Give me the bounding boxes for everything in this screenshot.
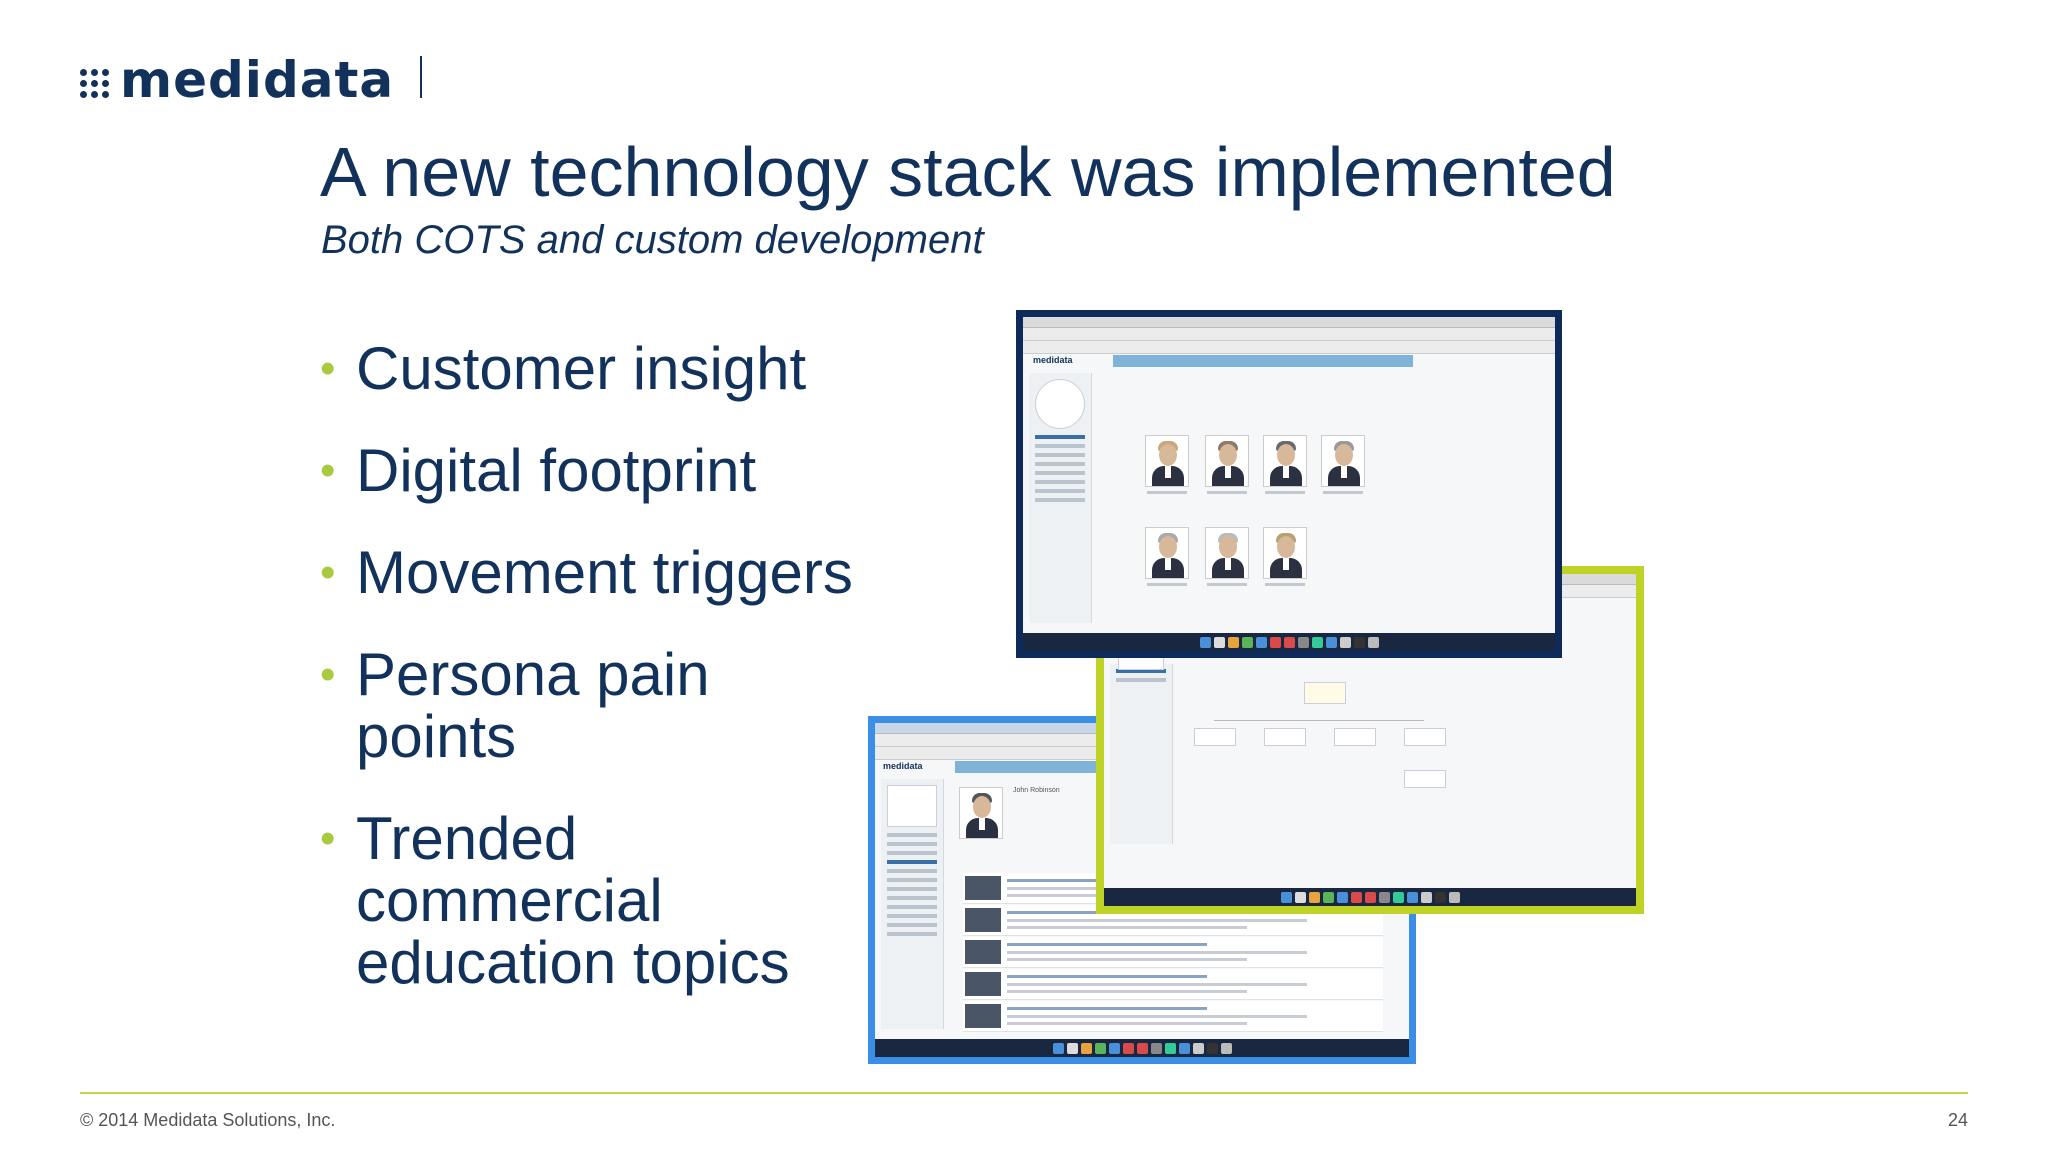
slide-subtitle: Both COTS and custom development: [321, 218, 984, 262]
org-node: [1404, 770, 1446, 788]
org-node: [1194, 728, 1236, 746]
person-photo: [1145, 527, 1189, 579]
company-logo-icon: [1035, 379, 1085, 429]
bullet-text: Customer insight: [356, 335, 807, 402]
bullet-text: Digital footprint: [356, 437, 757, 504]
people-grid-screenshot: medidata: [1016, 310, 1562, 658]
screenshot-sidebar: [1029, 373, 1092, 623]
screenshot-menubar: [1023, 317, 1555, 328]
logo-text: medidata: [120, 51, 395, 109]
bullet-list: • Customer insight • Digital footprint • Mo…: [320, 338, 880, 1034]
bullet-item: • Customer insight: [320, 338, 880, 400]
bullet-text: Movement triggers: [356, 539, 853, 606]
company-logo-icon: [887, 785, 937, 827]
bullet-item: • Persona pain points: [320, 644, 880, 768]
screenshot-bookmarks-bar: [1023, 341, 1555, 354]
medidata-logo: medidata: [80, 51, 395, 109]
copyright-text: © 2014 Medidata Solutions, Inc.: [80, 1110, 336, 1130]
person-photo: [1205, 527, 1249, 579]
person-photo: [1263, 527, 1307, 579]
profile-name: John Robinson: [1013, 787, 1060, 794]
slide-title: A new technology stack was implemented: [320, 133, 1616, 211]
person-photo: [1205, 435, 1249, 487]
bullet-dot-icon: •: [320, 650, 336, 699]
screenshot-urlbar: [1023, 328, 1555, 341]
org-node: [1334, 728, 1376, 746]
bullet-dot-icon: •: [320, 814, 336, 863]
screenshot-dock: [875, 1039, 1409, 1057]
person-photo: [1263, 435, 1307, 487]
screenshot-logo: medidata: [1033, 355, 1073, 365]
person-photo: [1145, 435, 1189, 487]
screenshot-nav-tabs: [1113, 355, 1413, 367]
footer-divider: [80, 1092, 1968, 1094]
profile-photo: [959, 787, 1003, 839]
screenshot-dock: [1023, 633, 1555, 651]
bullet-item: • Trended commercial education topics: [320, 808, 880, 994]
org-node: [1304, 682, 1346, 704]
logo-divider: [420, 56, 422, 98]
screenshot-sidebar: [1110, 664, 1173, 844]
org-node: [1264, 728, 1306, 746]
bullet-dot-icon: •: [320, 344, 336, 393]
news-row: [963, 1001, 1383, 1032]
bullet-text: Persona pain points: [356, 641, 710, 770]
screenshot-sidebar: [881, 779, 944, 1029]
page-number: 24: [1947, 1110, 1968, 1130]
logo-dots-icon: [80, 69, 110, 99]
bullet-item: • Digital footprint: [320, 440, 880, 502]
screenshot-dock: [1104, 888, 1636, 906]
screenshot-logo: medidata: [883, 761, 923, 771]
org-node: [1404, 728, 1446, 746]
bullet-dot-icon: •: [320, 548, 336, 597]
bullet-dot-icon: •: [320, 446, 336, 495]
person-photo: [1321, 435, 1365, 487]
news-row: [963, 937, 1383, 968]
bullet-text: Trended commercial education topics: [356, 805, 790, 996]
news-row: [963, 969, 1383, 1000]
bullet-item: • Movement triggers: [320, 542, 880, 604]
